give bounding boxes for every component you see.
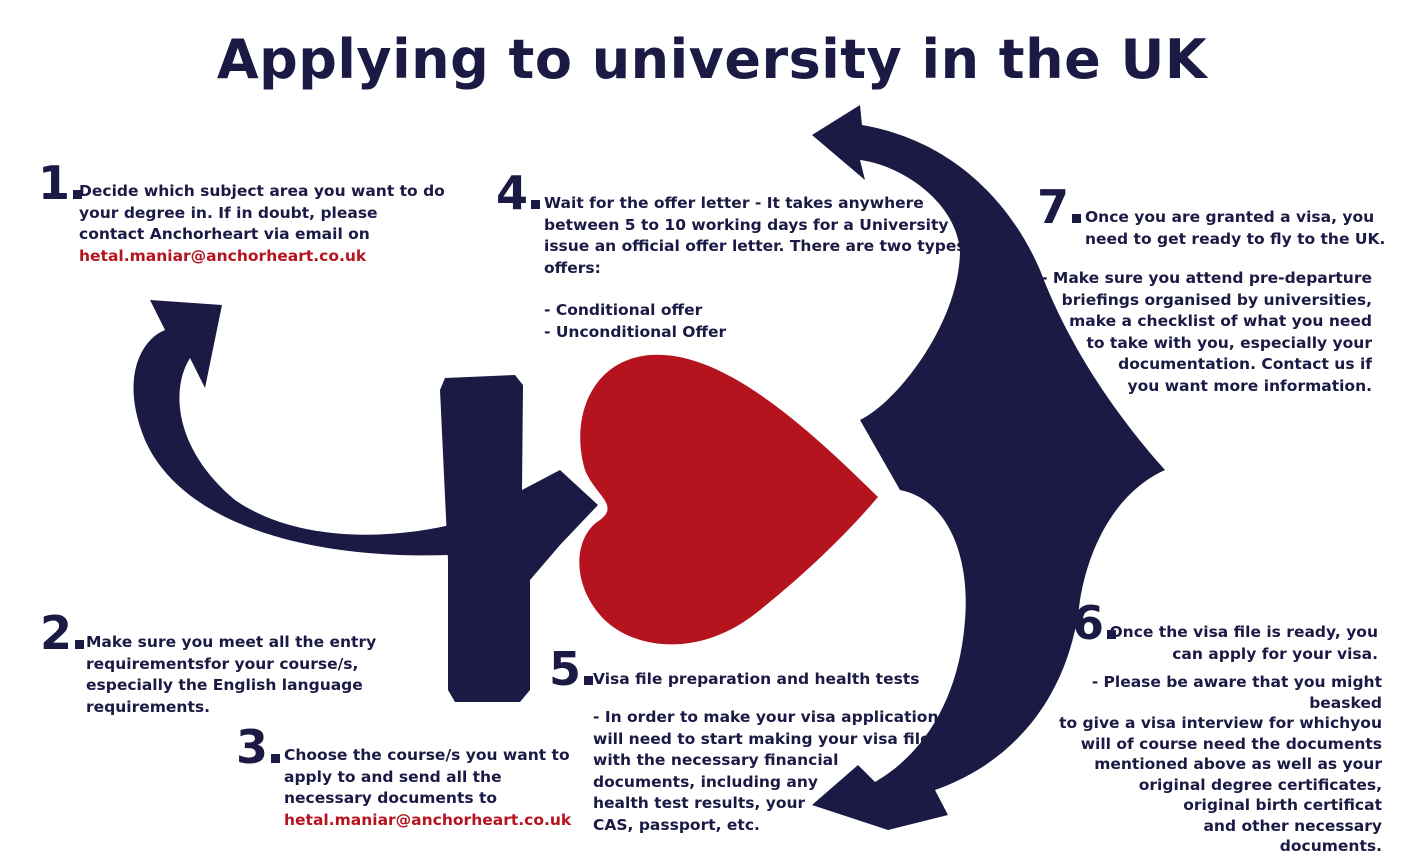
- email-link[interactable]: hetal.maniar@anchorheart.co.uk: [79, 246, 367, 265]
- step-6-heading: Once the visa file is ready, you can app…: [1098, 622, 1379, 665]
- step-1-text: Decide which subject area you want to do…: [79, 181, 445, 267]
- offer-type: - Unconditional Offer: [544, 322, 727, 341]
- offer-type: - Conditional offer: [544, 301, 703, 319]
- text-line: especially the English language: [86, 676, 363, 694]
- text-line: - In order to make your visa application…: [593, 708, 982, 726]
- text-line: your degree in. If in doubt, please: [79, 203, 378, 222]
- text-line: between 5 to 10 working days for a Unive…: [544, 215, 972, 234]
- text-line: documents, including any: [593, 772, 818, 791]
- text-line: documents.: [1279, 837, 1382, 855]
- text-line: briefings organised by universities,: [1061, 290, 1372, 309]
- step-6-number: 6: [1072, 600, 1116, 646]
- text-line: Once the visa file is ready, you: [1109, 623, 1379, 641]
- text-line: and other necessary: [1203, 816, 1382, 835]
- text-line: issue an official offer letter. There ar…: [544, 237, 989, 255]
- step-2-text: Make sure you meet all the entry require…: [86, 632, 376, 718]
- text-line: you want more information.: [1127, 376, 1372, 395]
- step-2-number: 2: [40, 610, 84, 656]
- step-1-number: 1: [38, 160, 82, 206]
- text-line: make a checklist of what you need: [1069, 312, 1372, 330]
- step-5-text: - In order to make your visa application…: [593, 707, 982, 836]
- anchor-shank: [440, 375, 598, 702]
- text-line: will need to start making your visa file: [593, 729, 931, 748]
- step-4-number: 4: [496, 170, 540, 216]
- text-line: original birth certificat: [1183, 796, 1382, 814]
- text-line: need to get ready to fly to the UK.: [1085, 229, 1386, 248]
- step-5-heading: Visa file preparation and health tests: [593, 670, 920, 688]
- text-line: will of course need the documents: [1080, 734, 1382, 753]
- step-3-text: Choose the course/s you want to apply to…: [284, 745, 571, 831]
- right-arc-arrow: [812, 105, 1165, 830]
- text-line: contact Anchorheart via email on: [79, 225, 370, 243]
- step-4-text: Wait for the offer letter - It takes any…: [544, 193, 988, 343]
- text-line: with the necessary financial: [593, 751, 839, 769]
- text-line: health test results, your: [593, 794, 806, 812]
- text-line: - Make sure you attend pre-departure: [1041, 269, 1372, 287]
- text-line: CAS, passport, etc.: [593, 815, 760, 834]
- text-line: original degree certificates,: [1138, 775, 1382, 794]
- step-3-number: 3: [236, 724, 280, 770]
- text-line: requirements.: [86, 697, 210, 716]
- text-line: documentation. Contact us if: [1118, 355, 1372, 373]
- text-line: Wait for the offer letter - It takes any…: [544, 194, 924, 212]
- email-link[interactable]: hetal.maniar@anchorheart.co.uk: [284, 810, 572, 829]
- step-7-heading: Once you are granted a visa, you need to…: [1085, 207, 1385, 250]
- text-line: Choose the course/s you want to: [284, 746, 570, 764]
- heart-shape: [579, 354, 878, 645]
- step-5-number: 5: [549, 646, 593, 692]
- step-7-number: 7: [1037, 184, 1081, 230]
- text-line: necessary documents to: [284, 789, 498, 807]
- step-6-text: - Please be aware that you might beasked…: [1022, 672, 1382, 857]
- text-line: offers:: [544, 258, 601, 277]
- text-line: mentioned above as well as your: [1094, 755, 1382, 773]
- text-line: - Please be aware that you might beasked: [1091, 673, 1382, 712]
- step-7-text: - Make sure you attend pre-departure bri…: [1032, 268, 1372, 397]
- page-title: Applying to university in the UK: [216, 28, 1208, 91]
- text-line: Decide which subject area you want to do: [79, 182, 445, 200]
- text-line: Make sure you meet all the entry: [86, 633, 377, 651]
- text-line: Once you are granted a visa, you: [1085, 208, 1375, 226]
- text-line: can apply for your visa.: [1172, 644, 1378, 663]
- text-line: apply to and send all the: [284, 767, 502, 786]
- text-line: to take with you, especially your: [1086, 333, 1372, 352]
- text-line: to give a visa interview for whichyou: [1059, 714, 1382, 732]
- text-line: requirementsfor your course/s,: [86, 654, 359, 673]
- left-arc-arrow: [133, 300, 470, 556]
